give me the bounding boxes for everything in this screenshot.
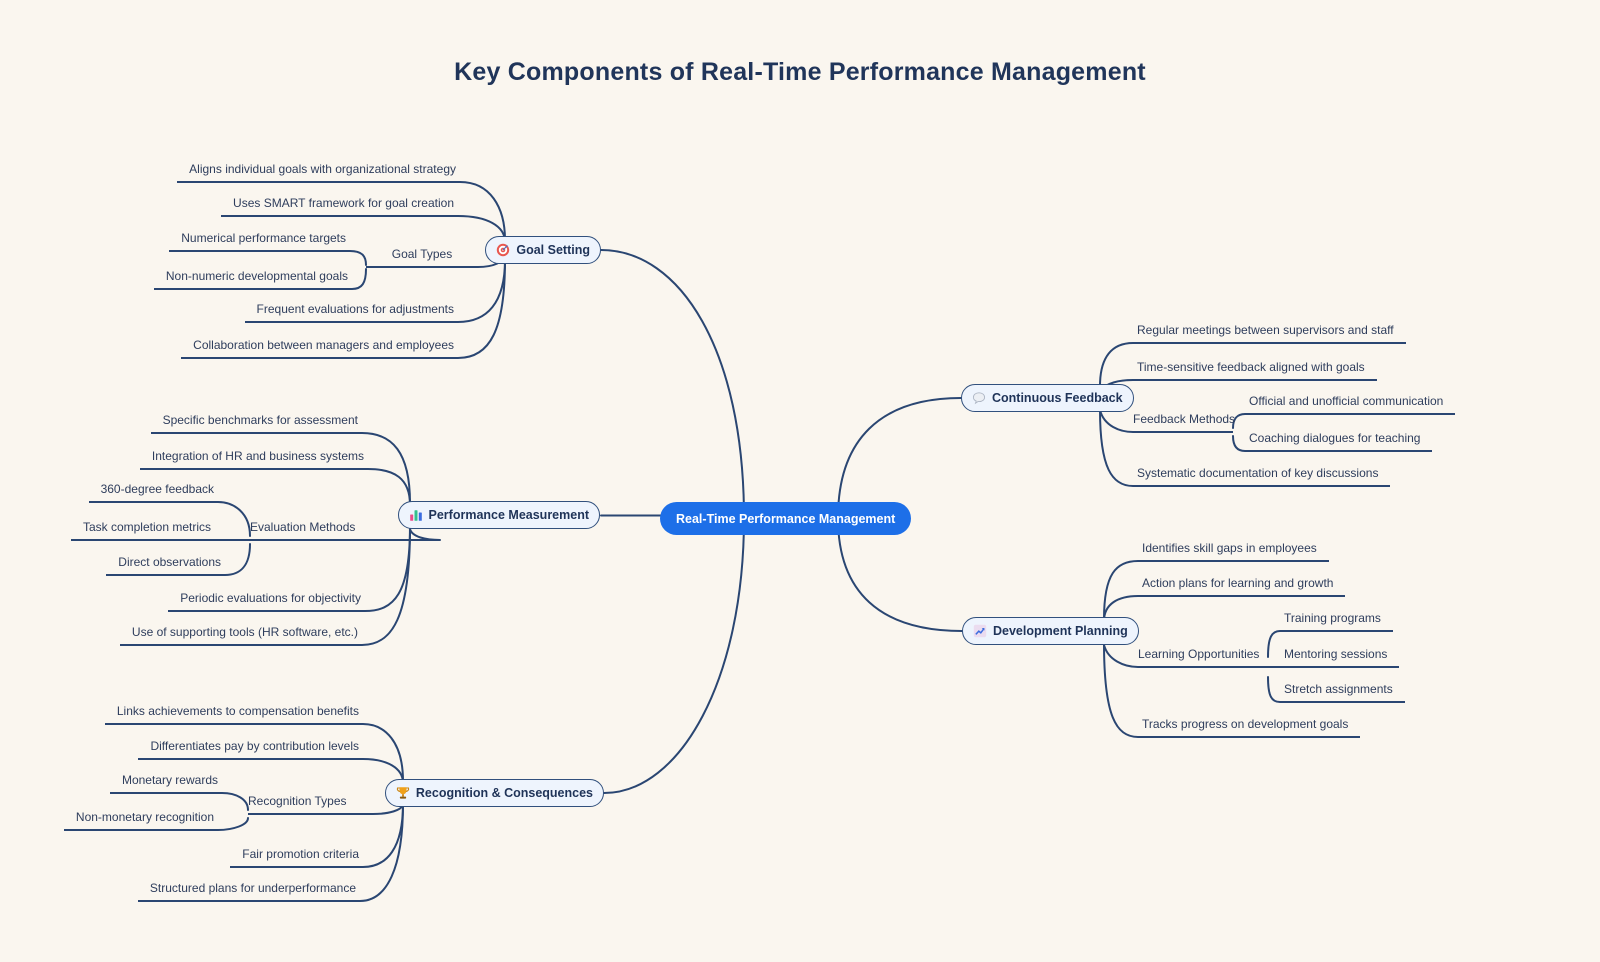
branch-label: Performance Measurement <box>428 508 589 522</box>
leaf-direct-observations[interactable]: Direct observations <box>106 555 225 576</box>
branch-node-recognition-consequences[interactable]: Recognition & Consequences <box>384 779 604 807</box>
goal-setting-edges <box>349 181 506 359</box>
leaf-tracks-progress[interactable]: Tracks progress on development goals <box>1138 717 1361 738</box>
leaf-hr-integration[interactable]: Integration of HR and business systems <box>139 449 368 470</box>
leaf-links-achievements-compensation[interactable]: Links achievements to compensation benef… <box>104 704 363 725</box>
performance-measurement-edges <box>214 432 441 646</box>
trophy-icon <box>396 786 410 800</box>
branch-label: Development Planning <box>993 624 1128 638</box>
subnode-learning-opportunities[interactable]: Learning Opportunities <box>1138 647 1268 668</box>
leaf-regular-meetings[interactable]: Regular meetings between supervisors and… <box>1133 323 1406 344</box>
branch-node-continuous-feedback[interactable]: Continuous Feedback <box>961 384 1134 412</box>
leaf-frequent-evaluations[interactable]: Frequent evaluations for adjustments <box>244 302 458 323</box>
leaf-action-plans-learning[interactable]: Action plans for learning and growth <box>1138 576 1346 597</box>
leaf-smart-framework[interactable]: Uses SMART framework for goal creation <box>221 196 458 217</box>
leaf-mentoring-sessions[interactable]: Mentoring sessions <box>1280 647 1400 668</box>
branch-node-development-planning[interactable]: Development Planning <box>962 617 1139 645</box>
branch-label: Goal Setting <box>516 243 590 257</box>
leaf-supporting-tools[interactable]: Use of supporting tools (HR software, et… <box>119 625 362 646</box>
leaf-monetary-rewards[interactable]: Monetary rewards <box>109 773 222 794</box>
branch-node-goal-setting[interactable]: Goal Setting <box>485 236 601 264</box>
branch-node-performance-measurement[interactable]: Performance Measurement <box>397 501 600 529</box>
continuous-feedback-edges <box>1099 342 1246 487</box>
chart-increasing-icon <box>973 624 987 638</box>
leaf-official-unofficial-communication[interactable]: Official and unofficial communication <box>1245 394 1456 415</box>
leaf-fair-promotion-criteria[interactable]: Fair promotion criteria <box>230 847 363 868</box>
leaf-identifies-skill-gaps[interactable]: Identifies skill gaps in employees <box>1138 541 1329 562</box>
leaf-non-numeric-goals[interactable]: Non-numeric developmental goals <box>153 269 352 290</box>
leaf-collaboration-managers-employees[interactable]: Collaboration between managers and emplo… <box>181 338 458 359</box>
leaf-task-completion-metrics[interactable]: Task completion metrics <box>70 520 215 541</box>
leaf-360-degree-feedback[interactable]: 360-degree feedback <box>88 482 218 503</box>
subnode-goal-types[interactable]: Goal Types <box>366 247 478 268</box>
subnode-evaluation-methods[interactable]: Evaluation Methods <box>242 520 440 541</box>
branch-label: Continuous Feedback <box>992 391 1123 405</box>
leaf-training-programs[interactable]: Training programs <box>1280 611 1393 632</box>
leaf-periodic-evaluations[interactable]: Periodic evaluations for objectivity <box>168 591 365 612</box>
root-node[interactable]: Real-Time Performance Management <box>660 502 912 535</box>
branch-label: Recognition & Consequences <box>415 786 593 800</box>
leaf-specific-benchmarks[interactable]: Specific benchmarks for assessment <box>150 413 362 434</box>
leaf-non-monetary-recognition[interactable]: Non-monetary recognition <box>63 810 218 831</box>
leaf-numerical-targets[interactable]: Numerical performance targets <box>169 231 350 252</box>
leaf-time-sensitive-feedback[interactable]: Time-sensitive feedback aligned with goa… <box>1133 360 1377 381</box>
leaf-structured-plans-underperformance[interactable]: Structured plans for underperformance <box>137 881 360 902</box>
speech-bubble-icon <box>972 391 986 405</box>
leaf-systematic-documentation[interactable]: Systematic documentation of key discussi… <box>1133 466 1391 487</box>
target-icon <box>496 243 510 257</box>
subnode-feedback-methods[interactable]: Feedback Methods <box>1133 412 1235 433</box>
leaf-aligns-individual-goals[interactable]: Aligns individual goals with organizatio… <box>177 162 460 183</box>
diagram-title: Key Components of Real-Time Performance … <box>454 58 1146 86</box>
bar-chart-icon <box>409 508 423 522</box>
leaf-differentiates-pay[interactable]: Differentiates pay by contribution level… <box>138 739 363 760</box>
leaf-coaching-dialogues[interactable]: Coaching dialogues for teaching <box>1245 431 1433 452</box>
leaf-stretch-assignments[interactable]: Stretch assignments <box>1280 682 1405 703</box>
subnode-recognition-types[interactable]: Recognition Types <box>248 794 373 815</box>
